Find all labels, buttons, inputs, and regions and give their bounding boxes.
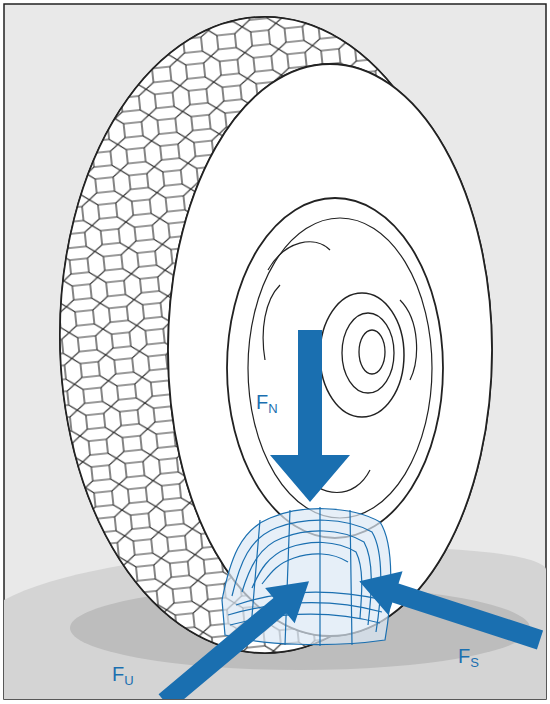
force-label: FN	[256, 392, 278, 415]
force-subscript: S	[470, 655, 479, 670]
hub-cap	[359, 330, 385, 374]
tread-pattern	[60, 17, 492, 653]
rim	[227, 198, 443, 538]
force-subscript: N	[268, 401, 277, 416]
force-arrows	[150, 330, 546, 699]
rim-inner	[248, 218, 432, 518]
force-symbol: F	[458, 645, 470, 667]
hub-inner	[342, 313, 394, 393]
force-label: FU	[112, 664, 134, 687]
rim-spokes	[263, 242, 416, 493]
lateral-force-arrow	[352, 559, 546, 661]
hub	[320, 293, 404, 417]
force-label: FS	[458, 646, 479, 669]
force-subscript: U	[124, 673, 133, 688]
normal-force-arrow	[270, 330, 350, 502]
force-symbol: F	[112, 663, 124, 685]
force-symbol: F	[256, 391, 268, 413]
circumferential-force-arrow	[150, 564, 324, 699]
